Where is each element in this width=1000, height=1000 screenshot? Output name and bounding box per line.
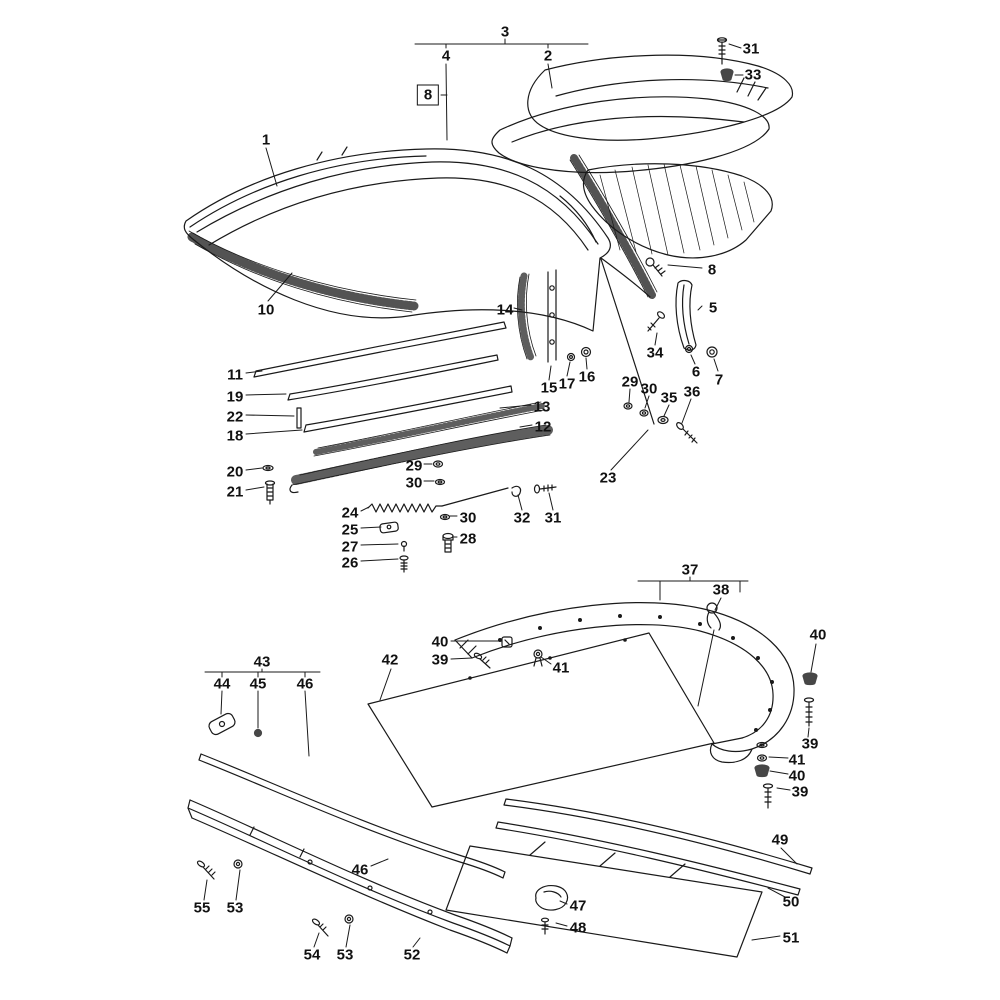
part-53-washer-a: [233, 859, 243, 869]
part-1-top-cover: [183, 146, 651, 332]
part-17-washer: [566, 352, 576, 362]
part-33-grommet: [720, 68, 734, 82]
part-53-washer-b: [344, 914, 354, 924]
part-36-screw: [676, 422, 698, 444]
part-8-seal-strip: [569, 154, 658, 299]
part-18-rail: [303, 385, 513, 433]
part-51-panel: [445, 841, 763, 958]
part-39-screw-right: [803, 697, 815, 727]
part-10-front-seal: [187, 230, 419, 313]
part-46-retainer: [198, 753, 506, 879]
part-15-strip: [547, 269, 557, 363]
part-55-screw: [196, 860, 216, 880]
part-40-grommet-right: [802, 672, 818, 686]
part-44-bracket: [208, 712, 236, 736]
part-39-screw-mid: [473, 652, 491, 669]
part-11-rail: [253, 321, 507, 378]
rear-quarter-panel: [582, 163, 773, 259]
part-7-cap: [706, 346, 718, 358]
part-29-nut-right: [623, 402, 633, 410]
part-24-spring: [367, 487, 509, 513]
part-39-screw-right3: [762, 783, 774, 809]
part-42-headliner: [367, 632, 715, 808]
part-3-rear-blade-2: [491, 96, 770, 174]
part-22-pin: [296, 407, 302, 429]
leader-lines: [203, 38, 817, 948]
part-39-washer-right2: [756, 741, 768, 749]
part-28-bolt: [442, 532, 454, 553]
part-30-washer-mid: [434, 478, 446, 486]
part-40-clip-mid: [501, 636, 513, 648]
part-20-washer: [262, 464, 274, 472]
part-49-strip: [503, 798, 813, 875]
part-54-screw: [311, 918, 329, 937]
part-38-clip: [697, 602, 721, 707]
part-19-rail: [287, 354, 499, 401]
part-48-screw: [540, 917, 550, 935]
part-23-cable: [600, 258, 655, 425]
part-26-screw: [399, 555, 409, 573]
part-35-washer: [657, 415, 669, 425]
part-40-grommet-right2: [754, 764, 770, 778]
part-6-nut: [684, 344, 694, 354]
part-12-rail: [289, 424, 553, 494]
part-47-handle: [535, 885, 569, 911]
part-41-nut-right: [756, 754, 768, 762]
part-14-seal: [517, 272, 537, 362]
part-30-washer-c: [439, 513, 451, 521]
part-25-clip: [379, 521, 399, 534]
part-31-screw-top: [716, 37, 728, 65]
part-30-washer-right: [639, 409, 649, 417]
part-37-frame: [454, 602, 795, 764]
part-32-hook: [511, 485, 522, 497]
part-31-screw-mid: [533, 484, 557, 494]
part-8-bolt: [645, 257, 666, 277]
part-50-strip: [495, 821, 801, 896]
part-2-rear-blade: [527, 54, 794, 141]
part-29-nut-mid: [432, 460, 444, 468]
part-5-strip: [675, 279, 697, 351]
part-27-rivet: [400, 540, 408, 552]
part-13-rail: [313, 401, 545, 457]
part-41-nut-mid: [533, 649, 543, 667]
part-21-screw: [264, 480, 276, 505]
part-45-nut: [253, 728, 263, 738]
part-34-screw: [647, 311, 666, 332]
part-16-grommet: [580, 346, 592, 358]
part-52-bow: [187, 799, 513, 954]
